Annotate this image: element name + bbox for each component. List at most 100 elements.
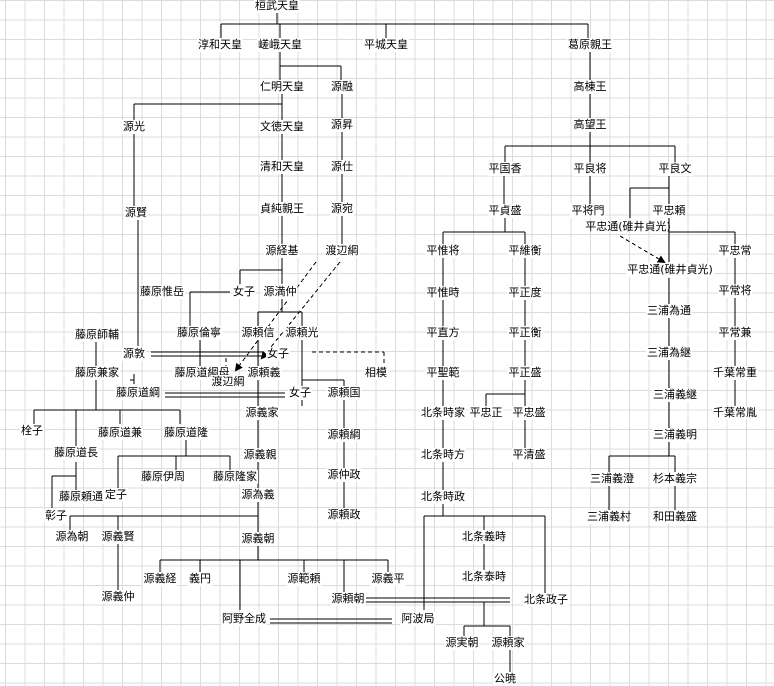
person-taira-kiyomori: 平清盛 bbox=[511, 448, 547, 462]
person-minamoto-yoshihira: 源義平 bbox=[370, 572, 406, 586]
person-minamoto-yoshiie: 源義家 bbox=[244, 406, 280, 420]
person-miura-yoshitsugu: 三浦義継 bbox=[652, 388, 698, 402]
person-wada-yoshimori: 和田義盛 bbox=[652, 510, 698, 524]
person-miura-tametsugu: 三浦為継 bbox=[646, 346, 692, 360]
person-minamoto-mitsunaka: 源満仲 bbox=[262, 285, 298, 299]
person-montoku: 文徳天皇 bbox=[259, 120, 305, 134]
person-kugyo: 公暁 bbox=[493, 672, 517, 686]
person-fujiwara-kaneie: 藤原兼家 bbox=[74, 366, 120, 380]
person-sadazumi: 貞純親王 bbox=[259, 202, 305, 216]
person-ano-zenjo: 阿野全成 bbox=[221, 612, 267, 626]
person-miura-yoshiaki: 三浦義明 bbox=[652, 428, 698, 442]
person-taira-masahira: 平正衡 bbox=[507, 326, 543, 340]
person-taira-kunika: 平国香 bbox=[487, 162, 523, 176]
person-taira-korechika: 平惟将 bbox=[425, 244, 461, 258]
person-minamoto-yorinobu: 源頼信 bbox=[240, 326, 276, 340]
person-awa-no-tsubone: 阿波局 bbox=[400, 612, 436, 626]
person-sugimoto-yoshimune: 杉本義宗 bbox=[652, 472, 698, 486]
person-takamune: 高棟王 bbox=[572, 80, 608, 94]
person-hojo-masako: 北条政子 bbox=[523, 593, 569, 607]
person-takamochi: 高望王 bbox=[572, 118, 608, 132]
person-jyoshi-3: 女子 bbox=[288, 386, 312, 400]
person-minamoto-noboru: 源昇 bbox=[330, 118, 354, 132]
person-minamoto-yoritsuna: 源頼綱 bbox=[326, 428, 362, 442]
person-fujiwara-michitsuna: 藤原道綱 bbox=[115, 386, 161, 400]
person-watanabe-tsuna: 渡辺綱 bbox=[210, 375, 246, 389]
person-minamoto-yoshinaka: 源義仲 bbox=[100, 590, 136, 604]
person-minamoto-yoshikata: 源義賢 bbox=[100, 530, 136, 544]
person-minamoto-yoritomo: 源頼朝 bbox=[330, 592, 366, 606]
person-taira-tadamichi-label: 平忠通(碓井貞光) bbox=[585, 220, 671, 233]
person-ninmyo: 仁明天皇 bbox=[259, 80, 305, 94]
person-seiwa: 清和天皇 bbox=[259, 160, 305, 174]
person-minamoto-tametomo: 源為朝 bbox=[54, 530, 90, 544]
person-chiba-tsunetane: 千葉常胤 bbox=[712, 406, 758, 420]
person-taira-koretoki: 平惟時 bbox=[425, 286, 461, 300]
person-shoshi: 彰子 bbox=[44, 509, 68, 523]
person-heizei: 平城天皇 bbox=[363, 38, 409, 52]
person-jyoshi-2: 女子 bbox=[266, 347, 290, 361]
person-minamoto-nakamasa: 源仲政 bbox=[326, 468, 362, 482]
person-taira-masamori: 平正盛 bbox=[507, 366, 543, 380]
person-minamoto-yoriyoshi: 源頼義 bbox=[246, 366, 282, 380]
person-taira-yoshifumi: 平良文 bbox=[657, 162, 693, 176]
person-fujiwara-yorimichi: 藤原頼通 bbox=[58, 490, 104, 504]
person-minamoto-yorimitsu: 源頼光 bbox=[284, 326, 320, 340]
person-saga: 嵯峨天皇 bbox=[257, 38, 303, 52]
person-taira-naokata: 平直方 bbox=[425, 326, 461, 340]
person-minamoto-yorikuni: 源頼国 bbox=[326, 386, 362, 400]
person-hojo-yoshitoki: 北条義時 bbox=[461, 530, 507, 544]
person-minamoto-yoriie: 源頼家 bbox=[490, 636, 526, 650]
person-minamoto-yoshichika: 源義親 bbox=[242, 448, 278, 462]
person-taira-norimichi: 平聖範 bbox=[425, 366, 461, 380]
person-watanabe-tsuna-label: 渡辺綱 bbox=[324, 244, 360, 258]
person-minamoto-toru: 源融 bbox=[330, 80, 354, 94]
person-fujiwara-michitaka: 藤原道隆 bbox=[163, 426, 209, 440]
person-junna: 淳和天皇 bbox=[197, 38, 243, 52]
person-fujiwara-korechika: 藤原伊周 bbox=[140, 470, 186, 484]
person-fujiwara-michinaga: 藤原道長 bbox=[53, 446, 99, 460]
person-minamoto-noriyori: 源範頼 bbox=[286, 572, 322, 586]
person-teishi: 栓子 bbox=[20, 424, 44, 438]
person-teishi-2: 定子 bbox=[104, 488, 128, 502]
person-taira-masakado: 平将門 bbox=[570, 204, 606, 218]
person-taira-tsunemasa: 平常将 bbox=[717, 284, 753, 298]
person-minamoto-ataru: 源敦 bbox=[122, 347, 146, 361]
person-gien: 義円 bbox=[188, 572, 212, 586]
person-minamoto-yoshitomo: 源義朝 bbox=[240, 532, 276, 546]
person-fujiwara-morosuke: 藤原師輔 bbox=[74, 328, 120, 342]
person-minamoto-tameyoshi: 源為義 bbox=[240, 488, 276, 502]
person-taira-tadamichi: 平忠通(碓井貞光) bbox=[626, 263, 714, 277]
person-taira-sadamori: 平貞盛 bbox=[487, 204, 523, 218]
person-minamoto-masaru: 源賢 bbox=[124, 206, 148, 220]
person-hojo-yasutoki: 北条泰時 bbox=[461, 570, 507, 584]
person-hojo-tokikata: 北条時方 bbox=[420, 448, 466, 462]
person-taira-korehira: 平維衡 bbox=[507, 244, 543, 258]
person-fujiwara-michikane: 藤原道兼 bbox=[97, 426, 143, 440]
person-miura-yoshimura: 三浦義村 bbox=[586, 510, 632, 524]
person-miura-tamemichi: 三浦為通 bbox=[646, 304, 692, 318]
person-jyoshi-1: 女子 bbox=[232, 285, 256, 299]
person-minamoto-tsukau: 源仕 bbox=[330, 160, 354, 174]
person-hojo-tokimasa: 北条時政 bbox=[420, 490, 466, 504]
person-taira-tadamasa: 平忠正 bbox=[468, 406, 504, 420]
person-fujiwara-tomoyasu: 藤原倫寧 bbox=[176, 326, 222, 340]
person-chiba-tsuneshige: 千葉常重 bbox=[712, 366, 758, 380]
person-taira-masanori: 平正度 bbox=[507, 286, 543, 300]
person-minamoto-yorimasa: 源頼政 bbox=[326, 508, 362, 522]
person-minamoto-tsunemoto: 源経基 bbox=[264, 244, 300, 258]
person-taira-tadamori: 平忠盛 bbox=[511, 406, 547, 420]
person-minamoto-hikaru: 源光 bbox=[122, 120, 146, 134]
person-minamoto-yoshitsune: 源義経 bbox=[142, 572, 178, 586]
person-minamoto-atsuru: 源宛 bbox=[330, 202, 354, 216]
person-taira-tadatsune: 平忠常 bbox=[717, 244, 753, 258]
person-kanmu: 桓武天皇 bbox=[254, 0, 300, 13]
person-kazurahara: 葛原親王 bbox=[567, 38, 613, 52]
person-miura-yoshizumi: 三浦義澄 bbox=[589, 472, 635, 486]
person-taira-tsunekane: 平常兼 bbox=[717, 326, 753, 340]
person-fujiwara-korekata: 藤原惟岳 bbox=[139, 285, 185, 299]
person-taira-yoshimasa: 平良将 bbox=[572, 162, 608, 176]
person-fujiwara-takaie: 藤原隆家 bbox=[212, 470, 258, 484]
person-minamoto-sanetomo: 源実朝 bbox=[444, 636, 480, 650]
